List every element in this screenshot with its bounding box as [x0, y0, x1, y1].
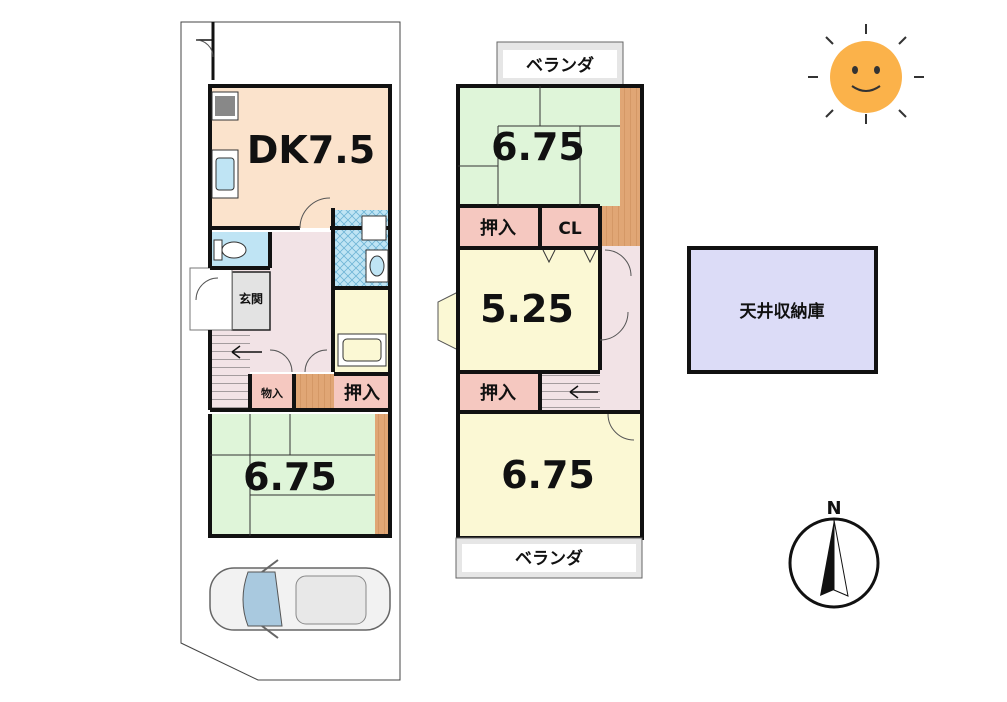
compass-icon: N — [788, 498, 880, 609]
car-icon — [209, 559, 391, 639]
dk-label: DK7.5 — [247, 128, 375, 172]
sun-icon — [808, 24, 924, 124]
storage-label: 物入 — [261, 386, 283, 400]
entrance-label: 玄関 — [239, 291, 263, 306]
middle-room-label: 5.25 — [480, 287, 574, 331]
attic-storage: 天井収納庫 — [687, 246, 878, 374]
stairs-1f — [210, 335, 250, 410]
closet-2f-north-label: 押入 — [480, 217, 516, 239]
middle-room — [458, 250, 600, 370]
hallway-2f — [600, 246, 642, 410]
storage-1f — [250, 374, 294, 410]
japanese-room-1f-label: 6.75 — [243, 455, 337, 499]
balcony-south-label: ベランダ — [515, 548, 583, 569]
balcony-north-label: ベランダ — [526, 55, 594, 76]
north-room-label: 6.75 — [491, 125, 585, 169]
toilet-icon — [213, 239, 247, 261]
cl-label: CL — [558, 219, 581, 239]
entrance — [231, 271, 271, 331]
cl-2f — [540, 208, 600, 248]
washbasin-icon — [361, 215, 389, 283]
sink-icon — [211, 149, 239, 199]
floor1: DK7.5 玄関 物入 押入 6.75 — [189, 84, 392, 538]
stove-icon — [211, 91, 239, 121]
compass-label: N — [826, 498, 841, 519]
dk-room — [210, 86, 390, 228]
site-boundary — [180, 21, 401, 681]
closet-2f-south-label: 押入 — [480, 382, 516, 404]
bathtub-icon — [337, 333, 387, 367]
closet-1f — [334, 374, 390, 410]
floor2: ベランダ — [437, 41, 644, 579]
japanese-room-1f — [210, 414, 375, 536]
south-room-label: 6.75 — [501, 453, 595, 497]
closet-2f-south — [458, 374, 540, 414]
closet-2f-north — [458, 208, 540, 248]
north-room — [458, 86, 620, 206]
closet-label-1f: 押入 — [344, 382, 380, 404]
south-room — [458, 414, 642, 538]
attic-storage-label: 天井収納庫 — [740, 301, 825, 322]
